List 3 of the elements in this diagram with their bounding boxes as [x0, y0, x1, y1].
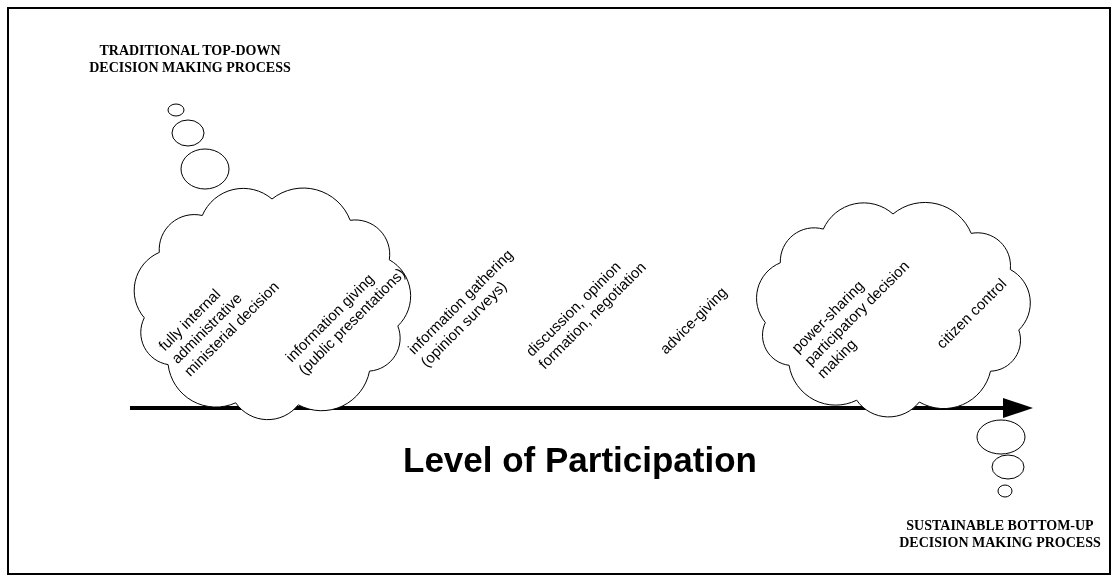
heading: TRADITIONAL TOP-DOWN DECISION MAKING PROCESS [88, 42, 292, 76]
axis-title: Level of Participation [403, 440, 757, 480]
heading: SUSTAINABLE BOTTOM-UP DECISION MAKING PROCESS [898, 517, 1102, 551]
